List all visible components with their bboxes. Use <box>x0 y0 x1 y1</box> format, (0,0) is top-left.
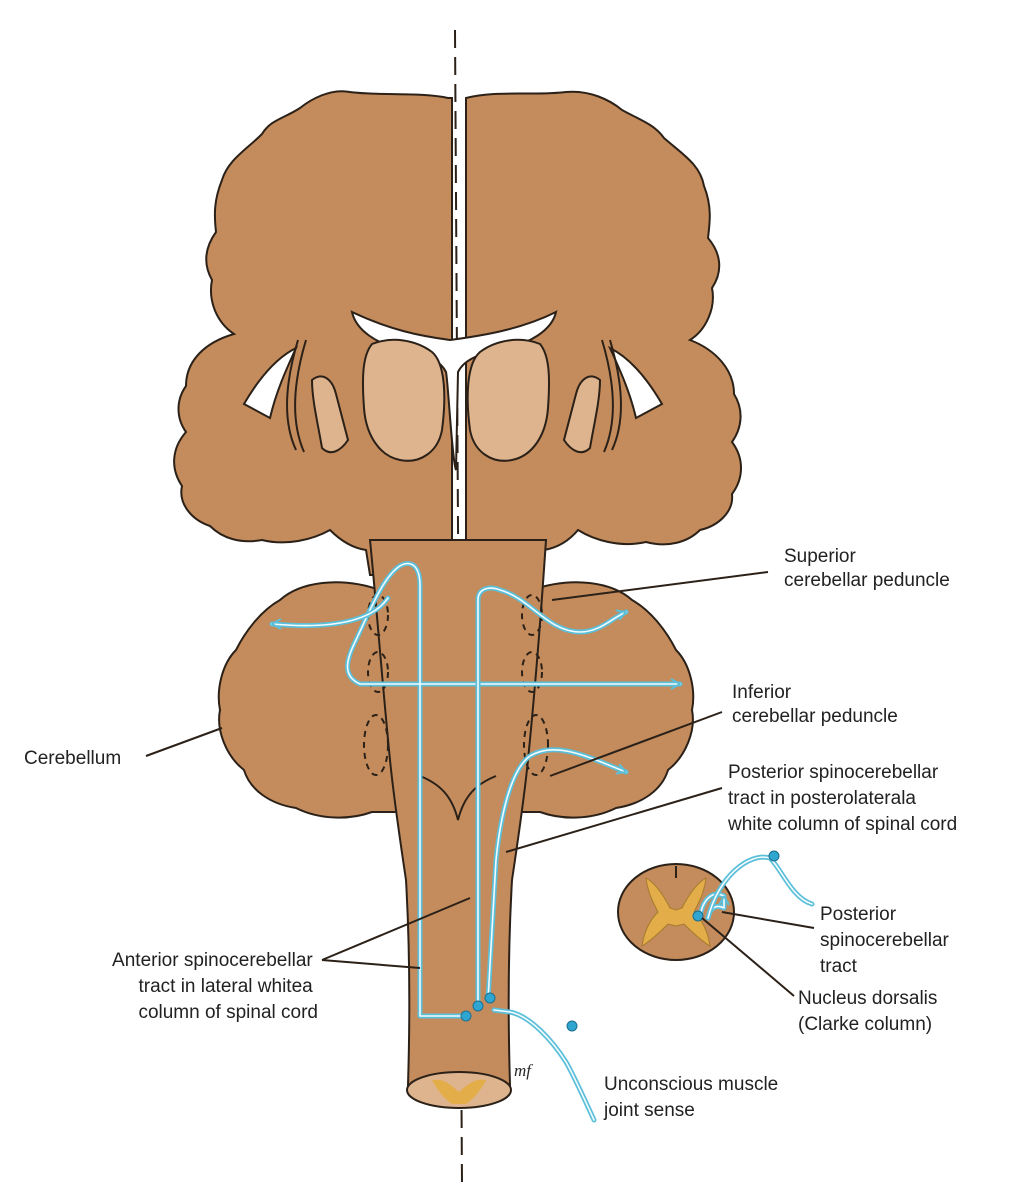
leader-lines <box>145 571 815 997</box>
right-capsule-line <box>609 339 622 451</box>
tract-anterior-superior-branch-core <box>271 597 389 627</box>
cell-body-section-icon <box>692 910 704 922</box>
left-capsule-line <box>286 339 299 451</box>
label-cerebellum: Cerebellum <box>24 748 121 769</box>
terminal-section-icon <box>718 895 730 906</box>
left-peduncle-oval-2 <box>367 651 389 693</box>
terminal-right-superior-icon <box>615 609 627 621</box>
artist-signature: mf <box>514 1061 533 1080</box>
terminal-right-inferior-icon <box>670 678 681 690</box>
tract-posterior-feeder-core <box>493 1009 595 1121</box>
label-posterior-tract-cord: Posterior spinocerebellar tract in poste… <box>727 762 957 835</box>
label-inferior-peduncle: Inferior cerebellar peduncle <box>732 682 898 727</box>
cell-body-anterior-icon <box>460 1010 472 1022</box>
cord-section-gray-matter <box>641 877 711 947</box>
diagram-labels: Superior cerebellar peduncle Inferior ce… <box>24 546 957 1121</box>
tract-markers <box>271 609 780 1032</box>
cord-end-gray-matter <box>432 1079 486 1104</box>
leader-anterior-tract-a <box>321 897 471 961</box>
brainstem-cord <box>368 539 548 1086</box>
leader-anterior-tract-b <box>321 959 421 969</box>
tract-anterior-core <box>346 562 681 1017</box>
cell-body-ganglion-a-icon <box>566 1020 578 1032</box>
right-lateral-wedge <box>562 375 602 454</box>
leader-superior-peduncle <box>551 571 769 601</box>
leader-posterior-tract-cord <box>505 787 723 853</box>
right-capsule-line-2 <box>601 339 614 453</box>
obex-mark <box>419 775 497 821</box>
cell-body-posterior-icon <box>484 992 496 1004</box>
brain-anatomy <box>173 90 742 1109</box>
leader-inferior-peduncle <box>549 711 723 777</box>
label-anterior-tract: Anterior spinocerebellar tract in latera… <box>112 950 318 1023</box>
right-lateral-slit <box>607 345 664 420</box>
tract-superior-crossing-core <box>477 587 627 1007</box>
left-capsule-line-2 <box>294 339 307 453</box>
left-lateral-wedge <box>310 375 350 454</box>
right-peduncle-oval-3 <box>523 714 549 776</box>
terminal-left-superior-icon <box>271 618 282 630</box>
cell-body-ganglion-b-icon <box>768 850 780 862</box>
label-superior-peduncle: Superior cerebellar peduncle <box>784 546 950 591</box>
right-peduncle-oval-2 <box>521 651 543 693</box>
label-unconscious-sense: Unconscious muscle joint sense <box>603 1074 784 1121</box>
label-posterior-tract-section: Posterior spinocerebellar tract <box>820 904 954 977</box>
right-thalamus <box>466 338 551 462</box>
left-thalamus <box>361 338 446 462</box>
tract-posterior-core <box>487 748 627 1001</box>
leader-cerebellum <box>145 727 223 757</box>
left-peduncle-oval-3 <box>363 714 389 776</box>
cell-body-superior-icon <box>472 1000 484 1012</box>
leader-nucleus-dorsalis <box>701 917 795 997</box>
spinocerebellar-tracts <box>269 561 815 1123</box>
right-hemisphere <box>465 90 742 576</box>
label-nucleus-dorsalis: Nucleus dorsalis (Clarke column) <box>798 988 943 1035</box>
left-hemisphere <box>173 90 453 576</box>
terminal-posterior-icon <box>615 763 627 775</box>
leader-posterior-tract-section <box>721 911 815 929</box>
